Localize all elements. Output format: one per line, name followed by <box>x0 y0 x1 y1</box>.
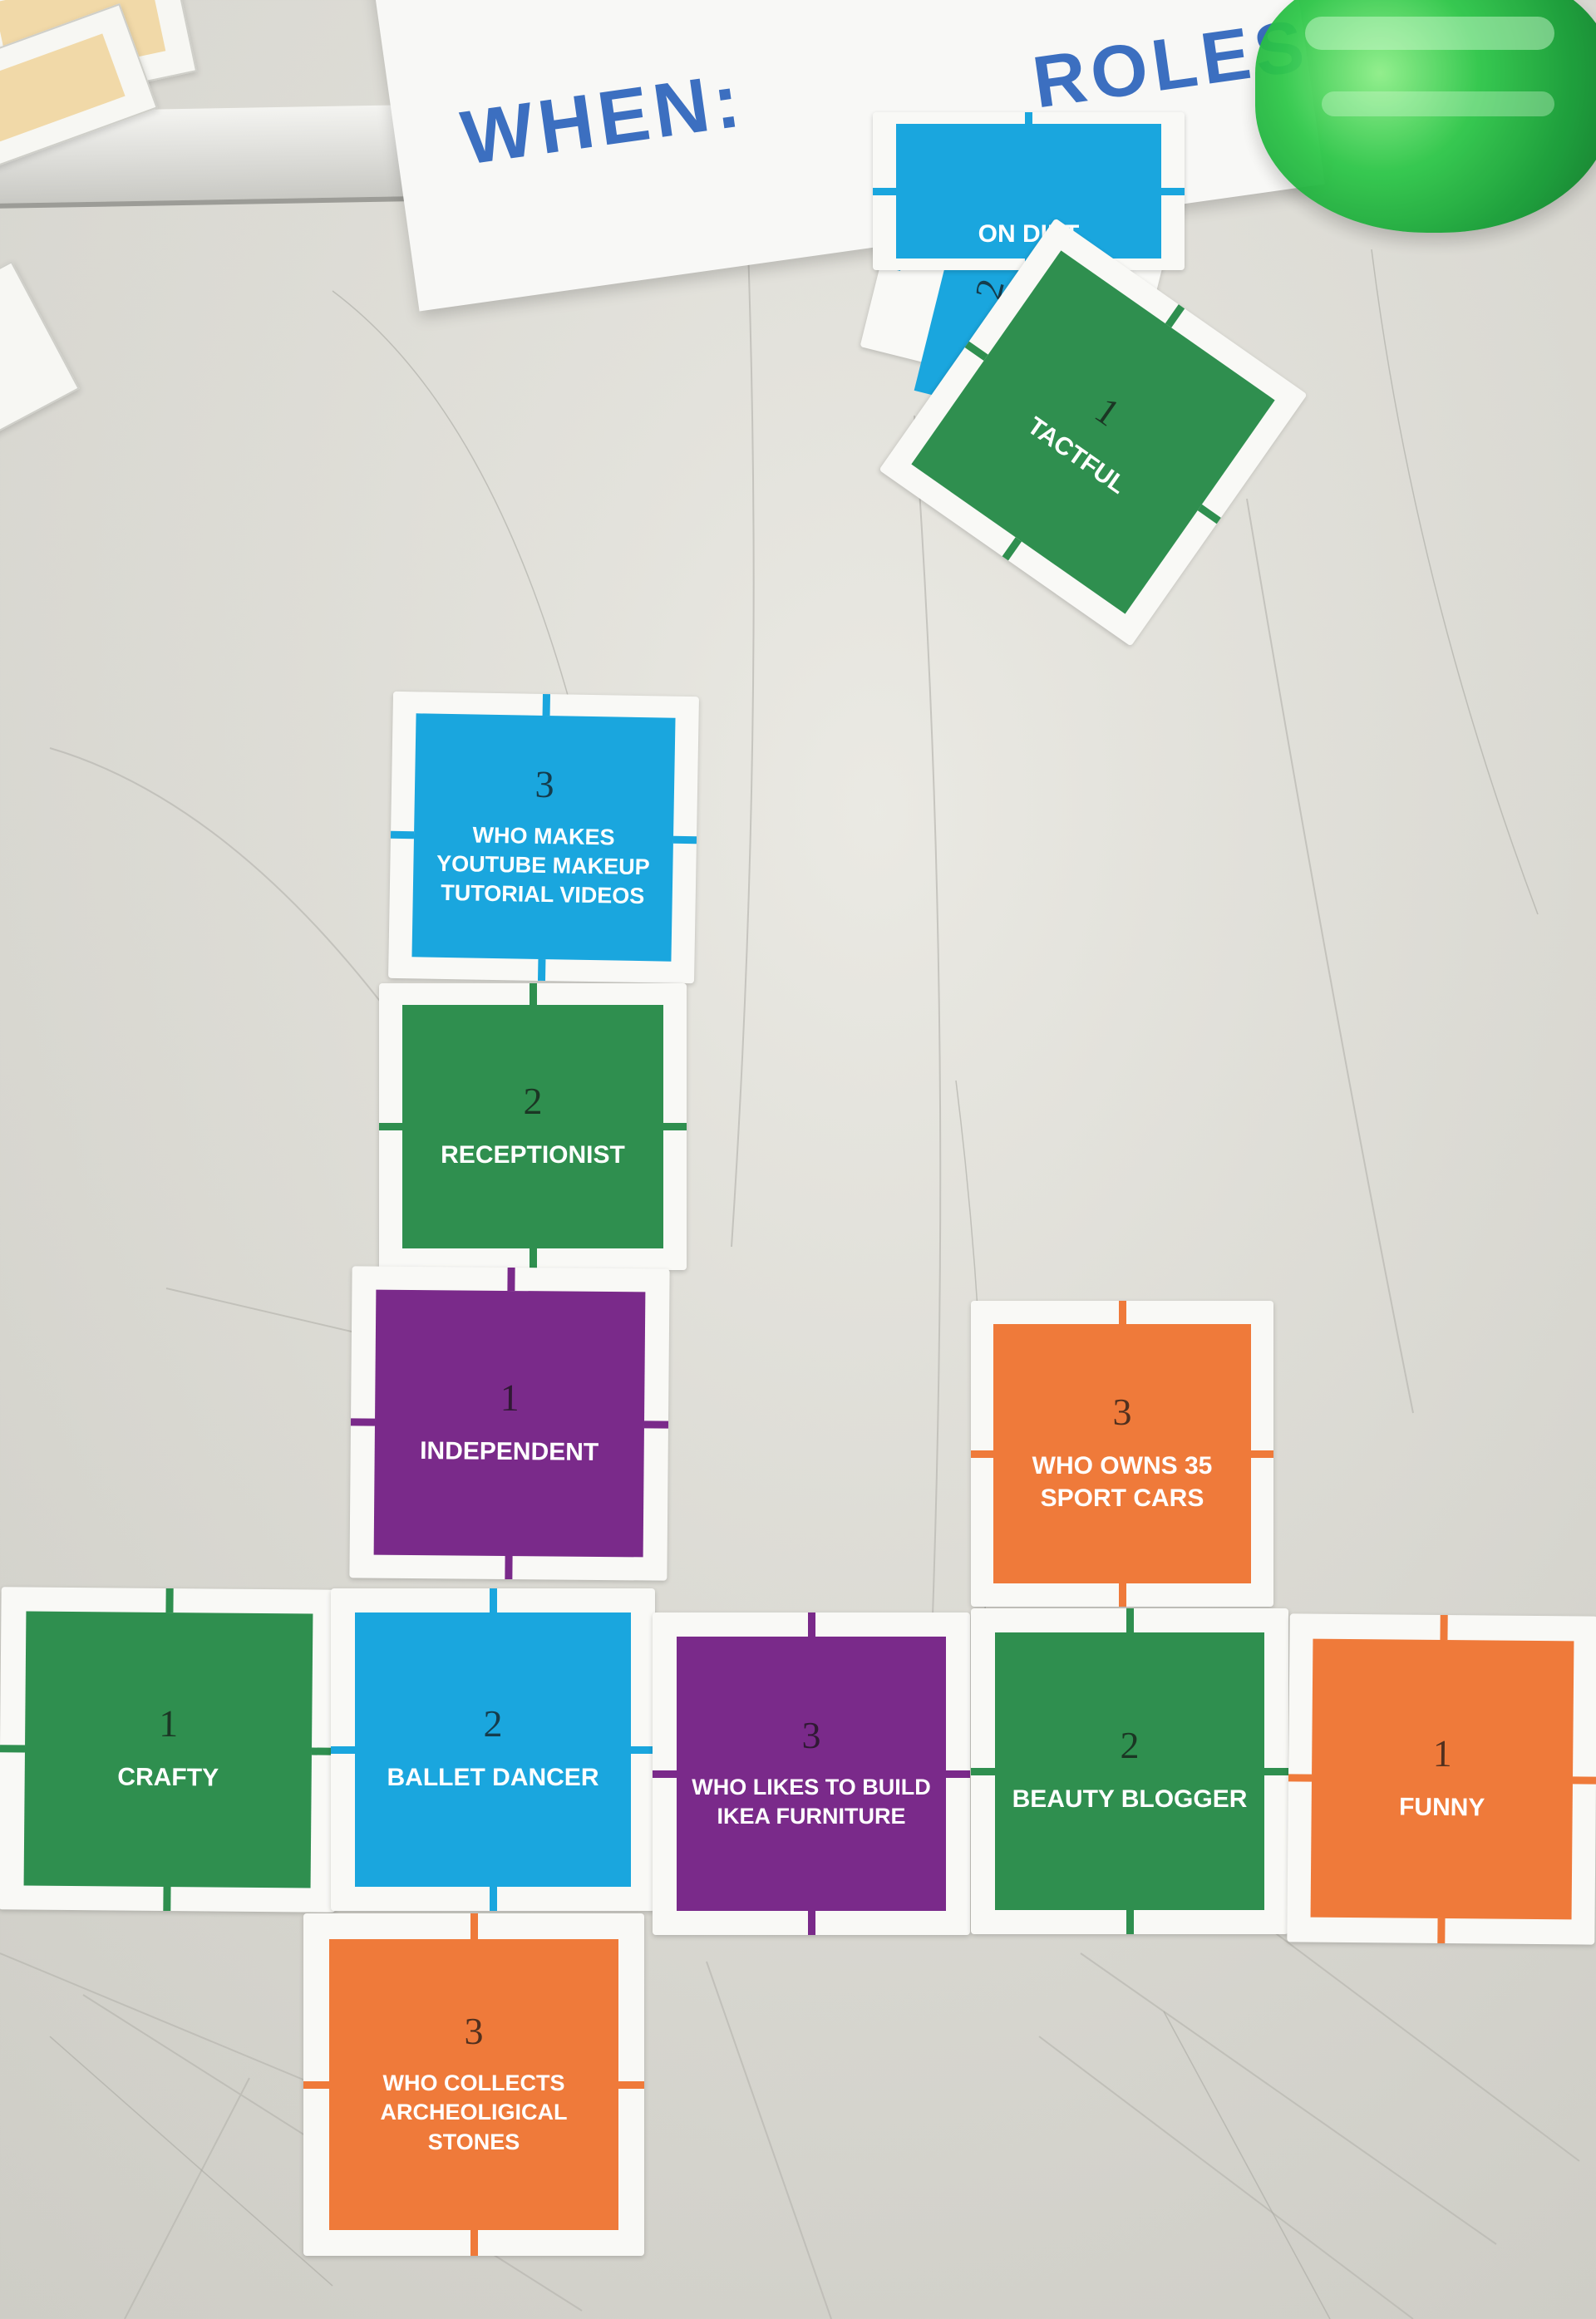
card-number: 1 <box>1432 1731 1452 1775</box>
card-tick <box>0 1744 26 1752</box>
card-number: 1 <box>159 1702 179 1745</box>
card-label: INDEPENDENT <box>420 1437 599 1466</box>
card-tick <box>390 830 414 839</box>
card-tick <box>618 2080 644 2089</box>
card-tick <box>1165 303 1185 327</box>
sign-word-when: WHEN: <box>456 57 750 181</box>
card-diet[interactable]: ON DIET <box>873 112 1185 270</box>
card-tick <box>1436 1918 1446 1944</box>
card-tick <box>1264 1767 1288 1775</box>
card-tick <box>529 1248 537 1270</box>
card-tick <box>350 1418 375 1426</box>
card-number: 2 <box>1120 1724 1140 1767</box>
card-tick <box>537 959 545 982</box>
card-tick <box>1025 112 1032 125</box>
card-tick <box>971 1767 995 1775</box>
card-number: 2 <box>483 1702 503 1745</box>
card-tick <box>673 835 697 844</box>
card-tick <box>1160 187 1185 195</box>
card-label: TACTFUL <box>1022 411 1131 500</box>
card-tick <box>470 2230 478 2256</box>
card-tick <box>303 2080 329 2089</box>
card-tick <box>504 1555 513 1580</box>
card-tick <box>379 1123 402 1130</box>
card-tick <box>1118 1301 1126 1324</box>
card-number: 3 <box>1112 1390 1132 1433</box>
card-tick <box>1250 1450 1273 1458</box>
card-tick <box>653 1770 677 1778</box>
card-number: 3 <box>801 1713 821 1756</box>
card-tick <box>506 1267 515 1292</box>
card-label: CRAFTY <box>117 1763 219 1793</box>
card-tick <box>470 1913 478 1939</box>
card-label: BALLET DANCER <box>387 1764 599 1792</box>
card-tick <box>331 1745 356 1754</box>
card-tick <box>529 983 537 1005</box>
card-tick <box>946 1770 970 1778</box>
card-tick <box>663 1123 687 1130</box>
card-number: 1 <box>500 1376 520 1420</box>
card-label: RECEPTIONIST <box>441 1141 625 1169</box>
card-number: 2 <box>523 1080 543 1122</box>
card-number: 1 <box>1087 388 1128 435</box>
card-number: 3 <box>534 762 555 806</box>
card-number: 3 <box>464 2010 484 2053</box>
card-tick <box>163 1886 171 1912</box>
card-tick <box>489 1886 497 1911</box>
card-face: ON DIET <box>896 124 1161 258</box>
card-tick <box>644 1420 669 1429</box>
card-label: WHO MAKES YOUTUBE MAKEUP TUTORIAL VIDEOS <box>436 822 650 909</box>
card-tick <box>873 187 897 195</box>
card-label: FUNNY <box>1398 1793 1485 1822</box>
card-tick <box>1288 1774 1312 1782</box>
green-bottle <box>1255 0 1596 233</box>
card-tick <box>630 1745 655 1754</box>
card-tick <box>489 1588 497 1613</box>
card-tick <box>807 1612 815 1637</box>
card-label: WHO COLLECTS ARCHEOLIGICAL STONES <box>380 2070 568 2154</box>
card-tick <box>1439 1614 1448 1640</box>
card-tick <box>971 1450 994 1458</box>
card-label: BEAUTY BLOGGER <box>1012 1785 1248 1814</box>
card-tick <box>1118 1583 1126 1607</box>
card-label: WHO OWNS 35 SPORT CARS <box>1032 1451 1213 1512</box>
card-tick <box>807 1910 815 1935</box>
card-tick <box>1573 1776 1596 1785</box>
card-tick <box>1126 1909 1134 1934</box>
card-label: WHO LIKES TO BUILD IKEA FURNITURE <box>692 1774 931 1829</box>
card-tick <box>1198 504 1222 524</box>
card-tick <box>1126 1608 1134 1633</box>
card-tick <box>1002 537 1022 561</box>
card-tick <box>542 693 550 716</box>
card-tick <box>165 1588 174 1613</box>
